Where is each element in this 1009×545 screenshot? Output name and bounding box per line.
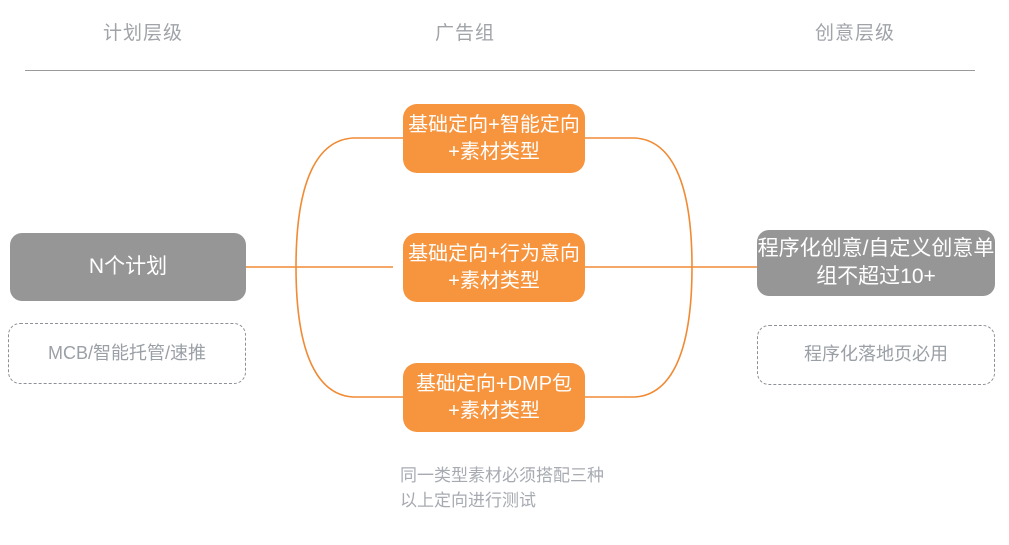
node-creative[interactable]: 程序化创意/自定义创意单组不超过10+ — [757, 230, 995, 296]
node-plan[interactable]: N个计划 — [10, 233, 246, 301]
node-adgroup-3[interactable]: 基础定向+DMP包+素材类型 — [403, 363, 585, 432]
node-creative-note[interactable]: 程序化落地页必用 — [757, 325, 995, 385]
connector-left-bracket — [295, 137, 354, 398]
adgroup-footnote: 同一类型素材必须搭配三种以上定向进行测试 — [400, 466, 604, 510]
node-adgroup-2[interactable]: 基础定向+行为意向+素材类型 — [403, 233, 585, 302]
column-header-plan: 计划层级 — [102, 23, 184, 44]
column-header-adgroup: 广告组 — [434, 23, 496, 44]
node-adgroup-1[interactable]: 基础定向+智能定向+素材类型 — [403, 104, 585, 173]
connector-right-bracket — [634, 137, 693, 398]
column-header-creative: 创意层级 — [814, 23, 896, 44]
node-plan-note[interactable]: MCB/智能托管/速推 — [8, 323, 246, 384]
header-divider — [25, 70, 975, 71]
